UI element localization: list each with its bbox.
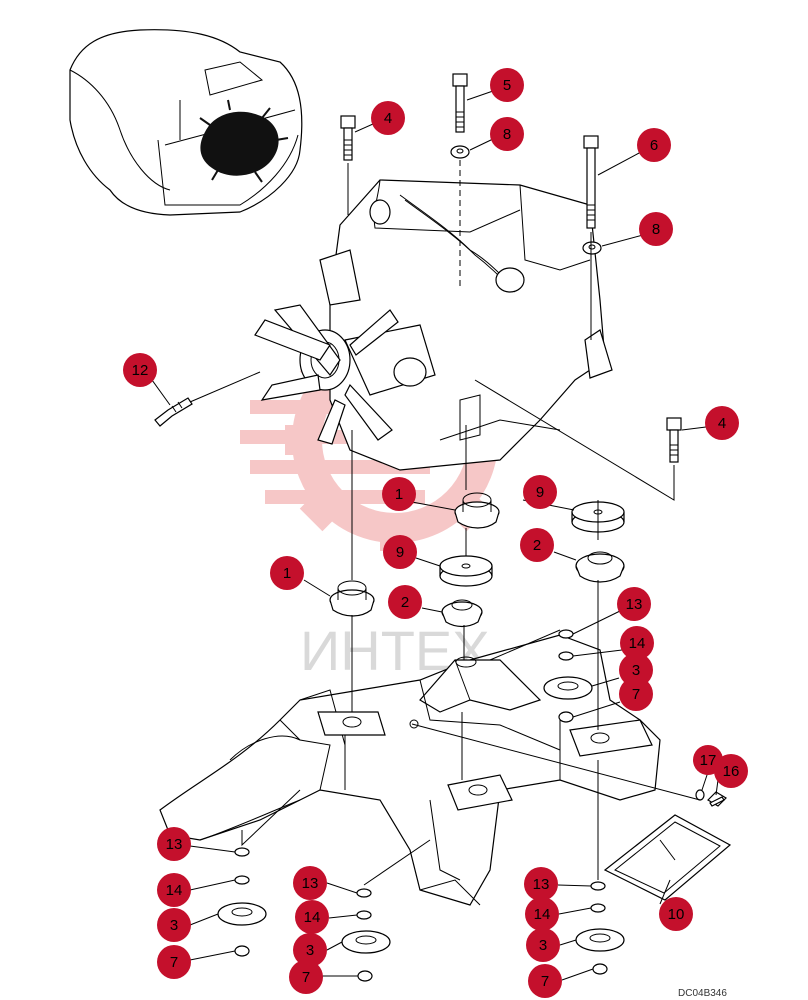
svg-text:2: 2 <box>533 537 541 554</box>
svg-text:13: 13 <box>302 875 319 892</box>
callout-9-center: 9 <box>383 535 417 569</box>
svg-text:3: 3 <box>539 937 547 954</box>
frame-chassis <box>159 634 661 906</box>
callout-8-right: 8 <box>639 212 673 246</box>
rubber-mount-1-lower <box>329 580 375 617</box>
callout-14-right-upper: 14 <box>620 626 654 660</box>
callout-3-right-lower: 3 <box>526 928 560 962</box>
svg-text:7: 7 <box>170 954 178 971</box>
svg-text:14: 14 <box>166 882 183 899</box>
svg-text:14: 14 <box>304 909 321 926</box>
callout-12: 12 <box>123 353 157 387</box>
callout-2-center: 2 <box>388 585 422 619</box>
svg-text:5: 5 <box>503 77 511 94</box>
bolt-16 <box>707 791 727 807</box>
callout-5: 5 <box>490 68 524 102</box>
svg-text:10: 10 <box>668 906 685 923</box>
svg-text:12: 12 <box>132 362 149 379</box>
svg-text:13: 13 <box>533 876 550 893</box>
svg-text:9: 9 <box>396 544 404 561</box>
callout-13-center: 13 <box>293 866 327 900</box>
callout-3-left: 3 <box>157 908 191 942</box>
glow-plug-12 <box>154 397 193 427</box>
callout-14-right-lower: 14 <box>525 897 559 931</box>
svg-text:16: 16 <box>723 763 740 780</box>
svg-text:8: 8 <box>503 126 511 143</box>
callout-4-left: 4 <box>371 101 405 135</box>
machine-inset-illustration <box>69 29 303 216</box>
hardware-stack-right-lower <box>575 881 625 975</box>
washer-8-top <box>450 145 470 159</box>
svg-text:4: 4 <box>718 415 726 432</box>
callout-7-center: 7 <box>289 960 323 994</box>
callout-13-right-lower: 13 <box>524 867 558 901</box>
svg-text:4: 4 <box>384 110 392 127</box>
callout-3-center: 3 <box>293 933 327 967</box>
callout-9-right: 9 <box>523 475 557 509</box>
svg-text:14: 14 <box>629 635 646 652</box>
callout-leaders <box>151 90 719 981</box>
cover-plate-10 <box>603 814 732 901</box>
hardware-stack-right-upper <box>543 629 593 723</box>
svg-text:13: 13 <box>626 596 643 613</box>
svg-text:6: 6 <box>650 137 658 154</box>
callout-8-top: 8 <box>490 117 524 151</box>
callout-10: 10 <box>659 897 693 931</box>
svg-text:14: 14 <box>534 906 551 923</box>
cooling-fan <box>254 304 399 445</box>
engine-assembly <box>254 179 613 471</box>
washer-17 <box>695 789 705 801</box>
callout-1-upper: 1 <box>382 477 416 511</box>
svg-text:1: 1 <box>395 486 403 503</box>
callout-4-right: 4 <box>705 406 739 440</box>
svg-text:7: 7 <box>541 973 549 990</box>
callout-7-left: 7 <box>157 945 191 979</box>
callout-16: 16 <box>714 754 748 788</box>
svg-text:3: 3 <box>170 917 178 934</box>
callout-7-right-lower: 7 <box>528 964 562 998</box>
svg-text:9: 9 <box>536 484 544 501</box>
svg-text:3: 3 <box>306 942 314 959</box>
bolt-6-long <box>583 135 599 229</box>
svg-text:7: 7 <box>632 686 640 703</box>
engine-highlight-blob <box>199 99 289 183</box>
svg-text:3: 3 <box>632 662 640 679</box>
callout-14-center: 14 <box>295 900 329 934</box>
callout-13-left: 13 <box>157 827 191 861</box>
callout-7-right-upper: 7 <box>619 677 653 711</box>
washer-8-right <box>582 241 602 255</box>
rubber-mount-2-center <box>441 599 483 628</box>
svg-text:2: 2 <box>401 594 409 611</box>
assembly-guide-lines <box>189 160 701 886</box>
svg-text:8: 8 <box>652 221 660 238</box>
hardware-stack-center <box>341 888 391 982</box>
callout-6: 6 <box>637 128 671 162</box>
svg-text:1: 1 <box>283 565 291 582</box>
callout-13-right-upper: 13 <box>617 587 651 621</box>
svg-text:17: 17 <box>700 752 717 769</box>
reference-code: DC04B346 <box>678 988 727 999</box>
callout-2-right: 2 <box>520 528 554 562</box>
hardware-stack-left <box>217 847 267 957</box>
callout-3-right-upper: 3 <box>619 653 653 687</box>
svg-text:13: 13 <box>166 836 183 853</box>
callout-1-lower: 1 <box>270 556 304 590</box>
bolt-4-right <box>666 417 682 463</box>
bolt-4-left <box>340 115 356 161</box>
rubber-mount-2-right <box>575 551 625 583</box>
rubber-pad-9-center <box>439 555 493 587</box>
rubber-mount-1-upper <box>454 492 500 529</box>
callout-14-left: 14 <box>157 873 191 907</box>
bolt-5 <box>452 73 468 133</box>
svg-text:7: 7 <box>302 969 310 986</box>
